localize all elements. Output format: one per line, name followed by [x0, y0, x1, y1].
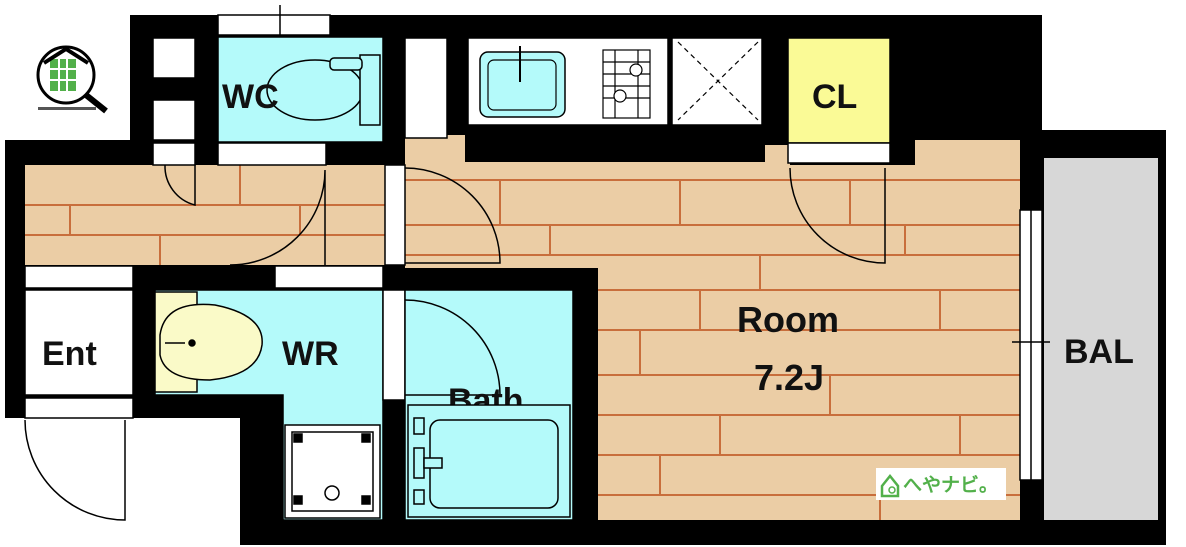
bathtub-icon [407, 404, 571, 518]
sink-icon [479, 51, 566, 118]
wc-label: WC [222, 78, 279, 116]
bal-label: BAL [1064, 333, 1134, 371]
washer-icon [284, 424, 381, 519]
basin-icon [154, 291, 263, 393]
walls-edges [130, 130, 1166, 545]
entrance-area [24, 289, 134, 396]
balcony-area [1044, 158, 1158, 520]
heyanavi-brand: へやナビ。 [903, 474, 998, 496]
corridor-doors [164, 164, 886, 266]
heyanavi-logo: へやナビ。 [876, 468, 1006, 500]
ent-label: Ent [42, 335, 97, 373]
cl-label: CL [812, 78, 857, 116]
room-label: Room [737, 299, 839, 340]
entrance-door [24, 419, 126, 521]
room-size-label: 7.2J [754, 357, 824, 398]
company-logo [36, 45, 108, 114]
wr-label: WR [282, 335, 339, 373]
balcony-window [1012, 209, 1050, 481]
toilet-icon [266, 54, 381, 126]
kitchen-counter [467, 37, 763, 126]
upper-wall-openings [152, 5, 448, 141]
stove-icon [602, 49, 651, 119]
